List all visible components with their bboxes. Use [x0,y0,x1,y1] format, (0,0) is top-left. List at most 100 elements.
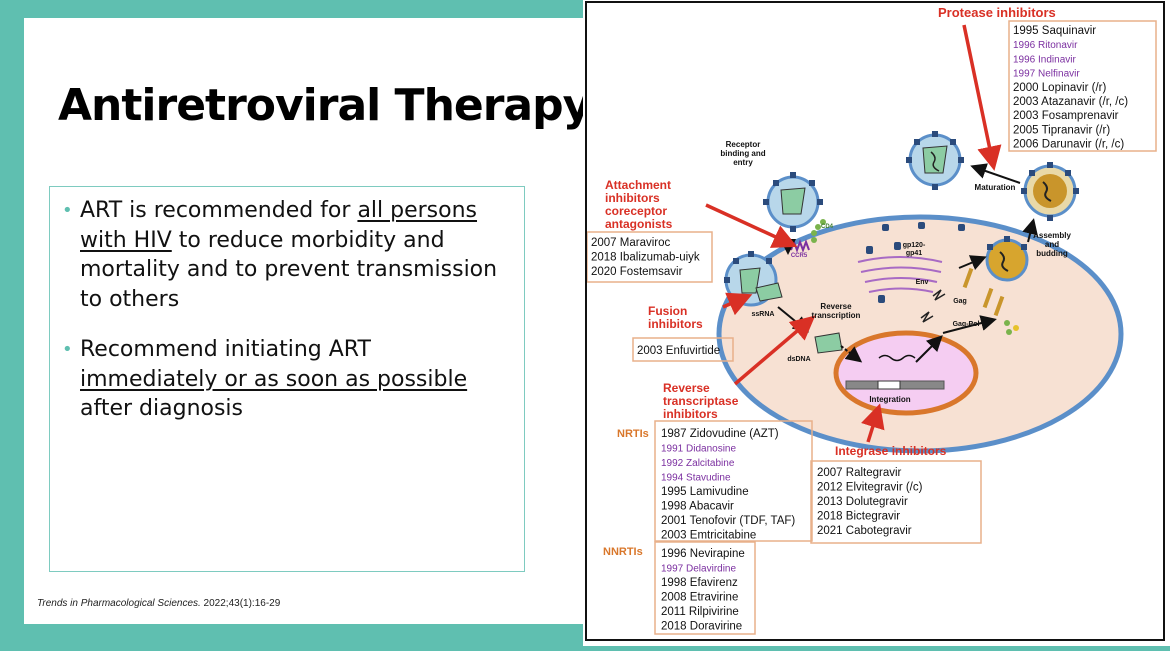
gag-pol-icon [962,267,1019,335]
drug-lists: 1995 Saquinavir 1996 Ritonavir 1996 Indina… [591,25,1128,633]
bullet-text: ART is recommended for [80,198,358,223]
slide-title: Antiretroviral Therapy [58,80,591,131]
label-integration: Integration [869,395,910,404]
slide-panel [24,18,584,624]
class-rti: inhibitors [663,407,718,421]
drug-box-borders [586,20,1157,635]
nucleus [833,330,979,416]
class-attachment: inhibitors [605,191,660,205]
drug-entry-nnrti: 2011 Rilpivirine [661,606,739,618]
class-nrti: NRTIs [617,428,649,440]
label-receptor: entry [733,158,753,167]
lifecycle-diagram: Receptor binding and entry CD4 CCR5 gp12… [586,5,1157,635]
box-fusion [632,337,734,362]
class-rti: Reverse [663,381,710,395]
label-receptor: binding and [720,149,765,158]
drug-entry-attachment: 2007 Maraviroc [591,237,671,249]
drug-entry-attachment: 2018 Ibalizumab-uiyk [591,252,700,264]
drug-entry-nnrti: 1998 Efavirenz [661,577,738,589]
label-receptor: Receptor [726,140,761,149]
drug-entry-protease: 1996 Indinavir [1013,54,1076,65]
drug-entry-nnrti: 2018 Doravirine [661,621,742,633]
viral-rna-wave [878,354,916,362]
class-attachment: Attachment [605,178,671,192]
label-dsdna: dsDNA [787,356,810,363]
bullet-text: Recommend initiating ART [80,337,371,362]
drug-entry-protease: 1996 Ritonavir [1013,40,1078,51]
membrane-spikes [882,222,965,231]
drug-entry-nrti: 1995 Lamivudine [661,486,749,498]
drug-entry-protease: 2005 Tipranavir (/r) [1013,124,1110,136]
hiv-lifecycle-figure: Receptor binding and entry CD4 CCR5 gp12… [583,0,1170,646]
drug-entry-protease: 1995 Saquinavir [1013,25,1096,37]
drug-target-arrows [705,24,1002,443]
box-protease [1008,20,1157,152]
box-nrti [654,420,813,542]
box-nnrti [654,541,756,635]
drug-entry-nrti: 1987 Zidovudine (AZT) [661,428,779,440]
drug-entry-nrti: 2003 Emtricitabine [661,530,756,542]
label-transcription: transcription [812,311,861,320]
class-nnrti: NNRTIs [603,546,643,558]
stage-labels: Receptor binding and entry CD4 CCR5 gp12… [720,140,1071,404]
subclass-labels: NRTIs NNRTIs [603,428,649,558]
box-attachment [586,231,713,283]
class-fusion: Fusion [648,304,687,318]
drug-entry-nrti: 2001 Tenofovir (TDF, TAF) [661,515,795,527]
bullet-dot-icon: • [62,339,73,360]
bullet-item: • ART is recommended for all persons wit… [62,196,512,314]
class-fusion: inhibitors [648,317,703,331]
virus-immature [1021,162,1079,221]
class-attachment: coreceptor [605,204,667,218]
drug-entry-nrti: 1998 Abacavir [661,501,734,513]
label-ssrna: ssRNA [752,311,775,318]
drug-entry-integrase: 2013 Dolutegravir [817,496,908,508]
cd4-icon [811,219,826,243]
label-gp41: gp41 [906,250,922,257]
drug-entry-protease: 1997 Nelfinavir [1013,69,1080,80]
drug-entry-protease: 2003 Atazanavir (/r, /c) [1013,96,1128,108]
drug-entry-nnrti: 2008 Etravirine [661,592,738,604]
drug-entry-protease: 2000 Lopinavir (/r) [1013,82,1106,94]
drug-entry-integrase: 2007 Raltegravir [817,467,902,479]
drug-entry-integrase: 2012 Elvitegravir (/c) [817,482,923,494]
drug-entry-nrti: 1991 Didanosine [661,444,736,455]
label-cd4: CD4 [821,224,834,230]
virus-entering [763,172,823,232]
label-ccr5: CCR5 [791,253,808,259]
drug-entry-integrase: 2018 Bictegravir [817,511,900,523]
box-integrase [810,460,982,544]
drug-class-labels: Protease inhibitors Attachment inhibitor… [605,5,1056,458]
label-env: Env [916,279,929,286]
label-assembly: Assembly [1033,231,1071,240]
class-integrase: Integrase inhibitors [835,444,947,458]
label-gag: Gag [953,298,967,305]
bullet-dot-icon: • [62,200,73,221]
class-attachment: antagonists [605,217,673,231]
citation: Trends in Pharmacological Sciences. 2022… [37,598,280,609]
label-gag-pol: Gag-Pol [953,321,980,328]
citation-ref: 2022;43(1):16-29 [200,598,281,609]
integrated-dna [877,380,901,390]
ssrna-icon [755,282,783,302]
bullet-underlined-text: immediately or as soon as possible [80,366,468,392]
golgi [857,256,943,293]
drug-entry-nnrti: 1996 Nevirapine [661,548,745,560]
drug-entry-protease: 2003 Fosamprenavir [1013,110,1119,122]
virus-mature [906,131,964,190]
virus-budding [985,236,1029,282]
env-proteins [866,242,901,303]
label-gp120: gp120- [903,242,926,249]
bullet-text: after diagnosis [80,396,244,421]
drug-entry-fusion: 2003 Enfuvirtide [637,345,720,357]
gag-icon [920,289,946,323]
bullet-underlined-text: all persons with HIV [80,198,478,253]
label-maturation: Maturation [975,183,1016,192]
citation-journal: Trends in Pharmacological Sciences. [37,598,201,609]
label-and: and [1045,240,1059,249]
dsdna-icon [814,332,843,354]
bullet-text: to reduce morbidity and mortality and to… [80,227,498,312]
class-rti: transcriptase [663,394,739,408]
label-reverse: Reverse [820,302,852,311]
drug-entry-protease: 2006 Darunavir (/r, /c) [1013,139,1124,151]
